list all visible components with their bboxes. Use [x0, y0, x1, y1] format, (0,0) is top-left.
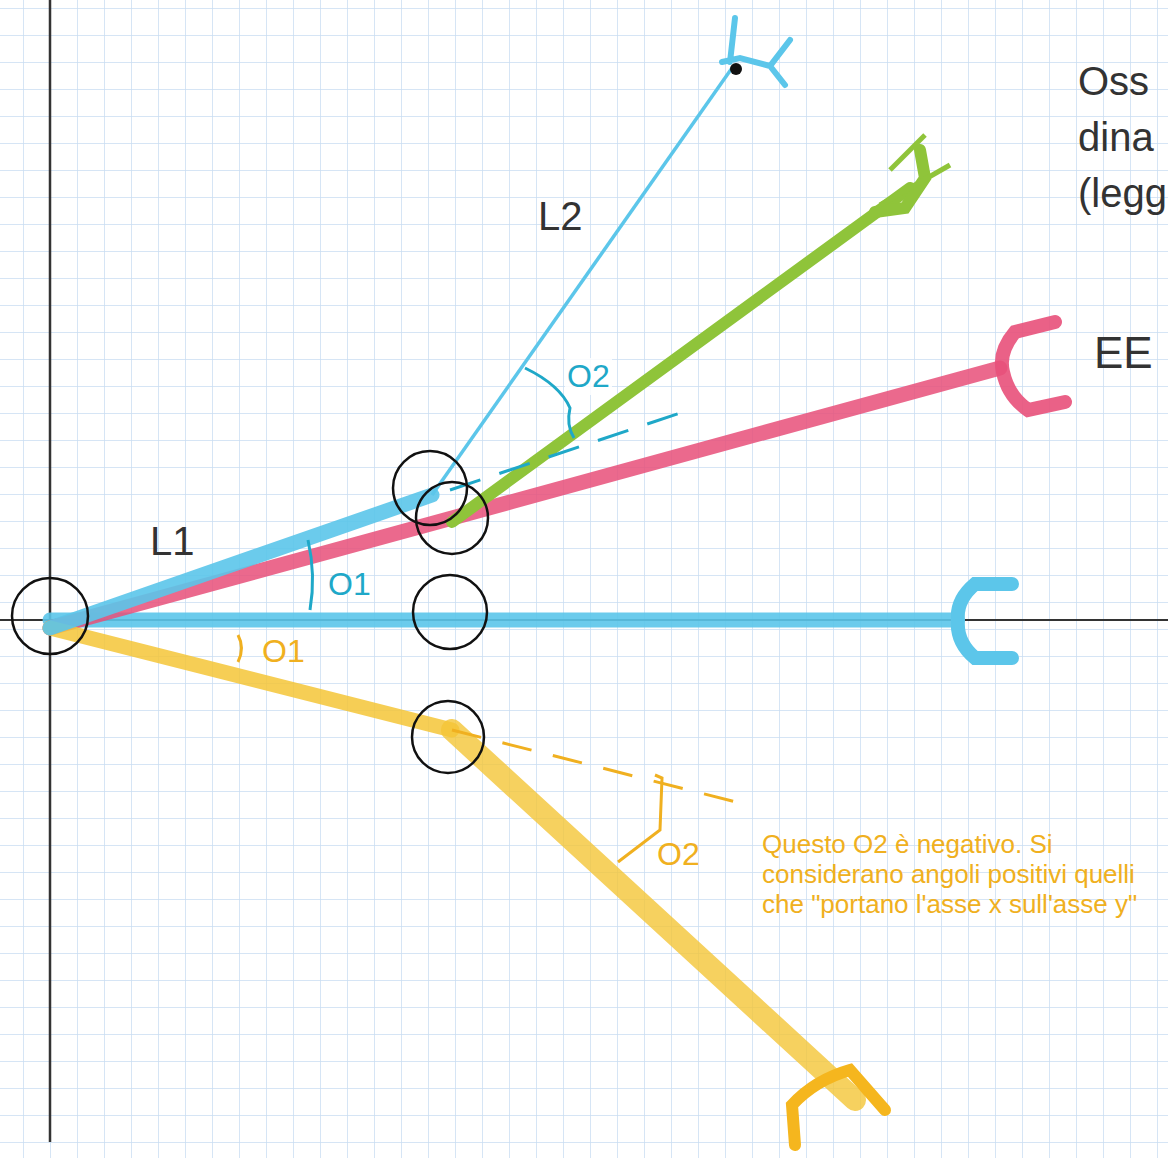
- note-text: Oss: [1078, 58, 1149, 104]
- angle-label: O2: [565, 358, 612, 395]
- orange-arm: [50, 628, 885, 1145]
- cyan-arm-bent: [50, 18, 790, 628]
- angle-label: O1: [262, 633, 305, 670]
- link-label: L2: [538, 193, 583, 239]
- note-text: Questo O2 è negativo. Si considerano ang…: [762, 830, 1162, 920]
- note-text: dina: [1078, 114, 1154, 160]
- end-effector-label: EE: [1094, 328, 1153, 379]
- pink-arm-ee: [50, 322, 1065, 628]
- note-text: (legg: [1078, 170, 1167, 216]
- angle-label: O1: [328, 566, 371, 603]
- link-label: L1: [150, 518, 195, 564]
- x-axis: [0, 619, 1168, 621]
- joint-circles: [12, 451, 488, 773]
- angle-label: O2: [657, 836, 700, 873]
- y-axis: [49, 0, 52, 1142]
